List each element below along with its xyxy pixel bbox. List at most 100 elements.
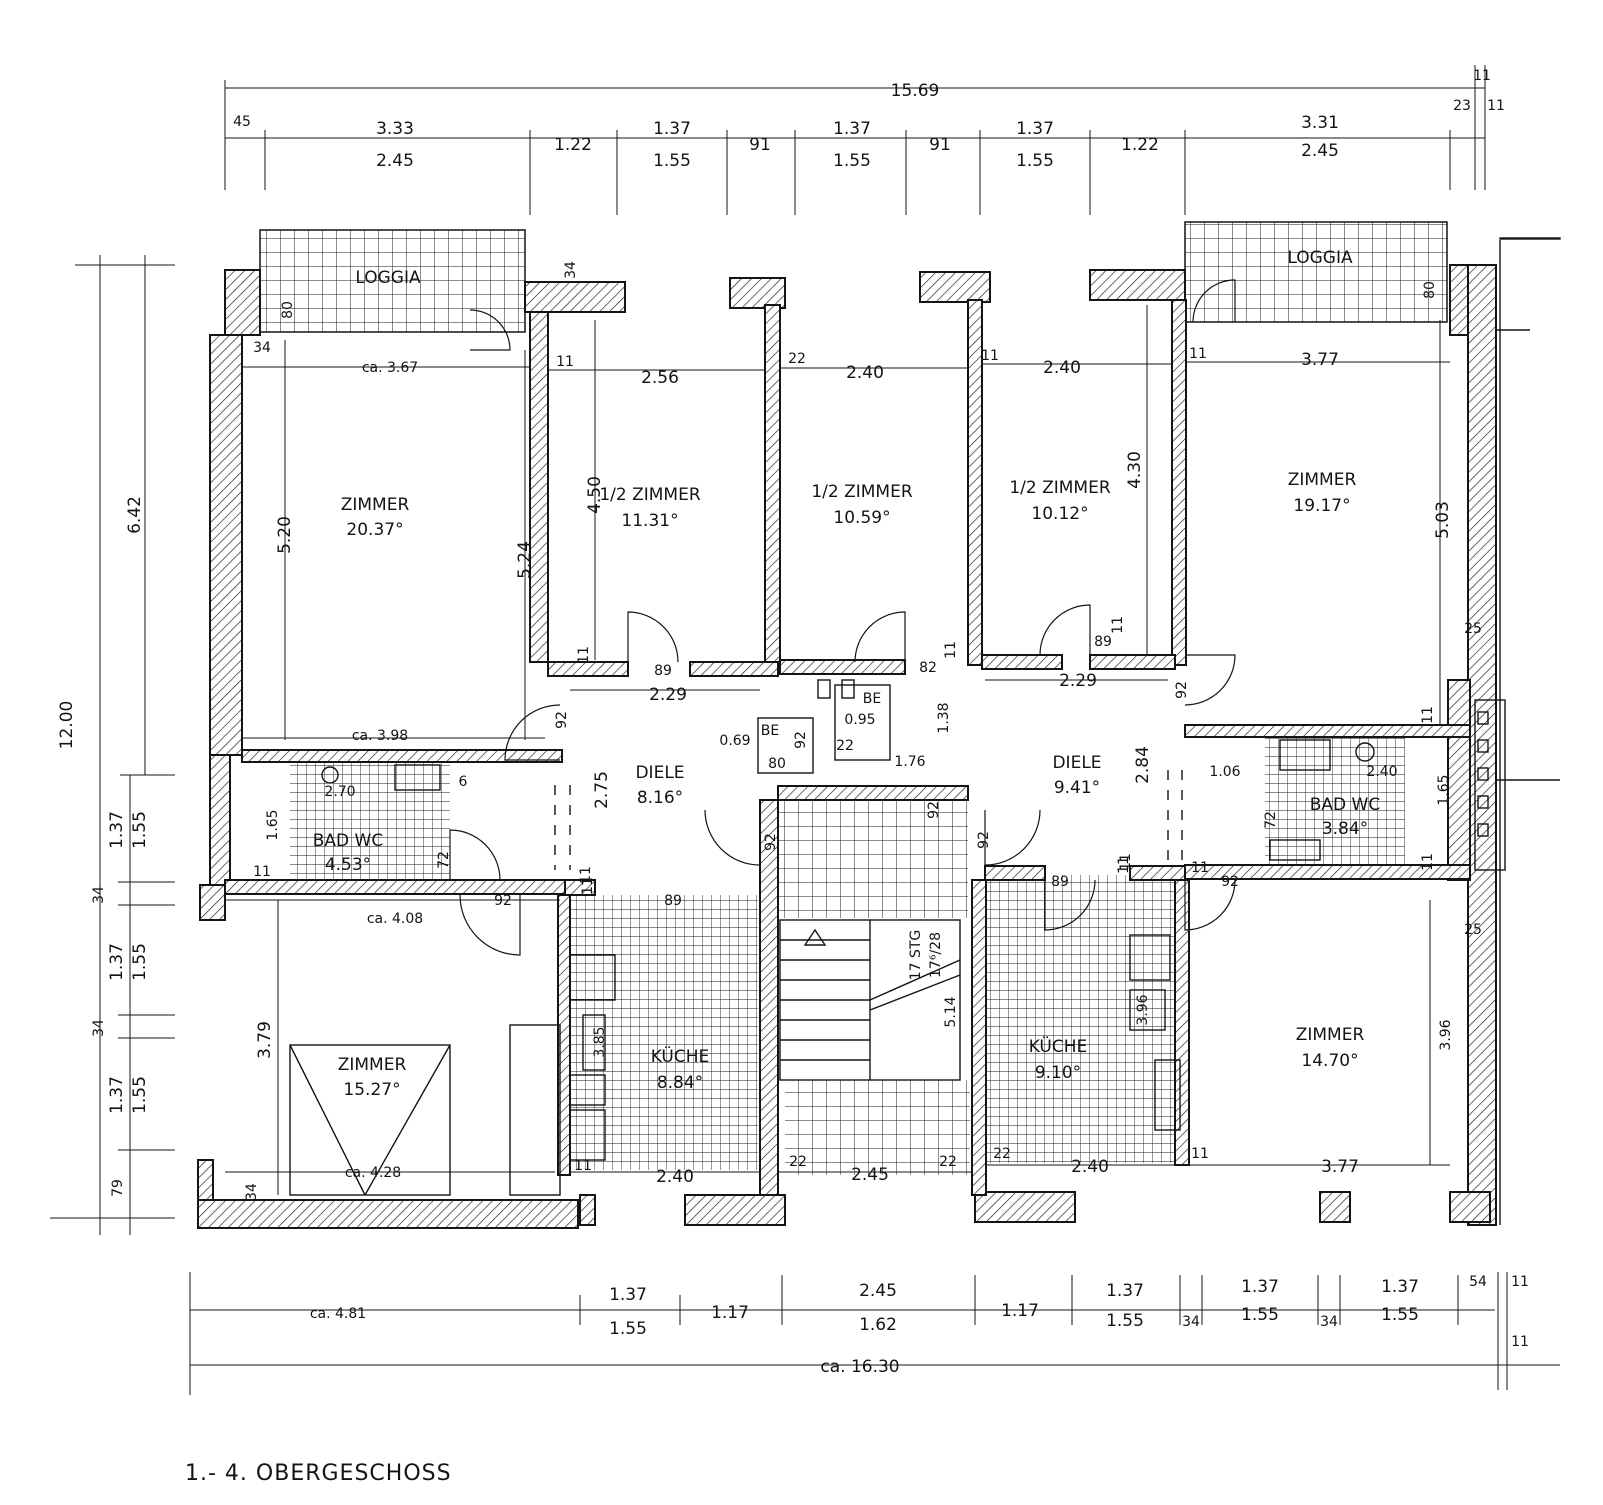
dim-label: 1.55 (653, 151, 691, 171)
dim-label: 2.56 (641, 368, 679, 388)
dim-label: 0.69 (719, 733, 750, 749)
dim-label: 23 (1453, 98, 1471, 114)
dim-label: 92 (1174, 681, 1190, 699)
room-bad-right: BAD WC (1310, 795, 1380, 815)
dim-label: 92 (763, 833, 779, 851)
dim-label: 11 (1110, 616, 1126, 634)
dim-label: 11 (253, 864, 271, 880)
dim-label: 1.37 (833, 119, 871, 139)
dim-label: 34 (1320, 1314, 1338, 1330)
dim-label: 25 (1464, 621, 1482, 637)
dim-label: ca. 3.67 (362, 360, 418, 376)
dim-label: 5.03 (1433, 501, 1453, 539)
dim-label: 22 (789, 1154, 807, 1170)
inner-dimension-lines (225, 305, 1450, 1195)
staircase (779, 919, 961, 1081)
dim-label: 2.45 (859, 1281, 897, 1301)
dimension-labels-top: 15.69 45 3.33 2.45 1.22 1.37 1.55 91 1.3… (233, 68, 1505, 171)
dim-label: 92 (1221, 874, 1239, 890)
area-zimmer-nw: 20.37° (346, 520, 403, 540)
dim-label: 2.45 (1301, 141, 1339, 161)
dim-label: 3.33 (376, 119, 414, 139)
bathtub-left (394, 764, 441, 791)
dim-label: 34 (1182, 1314, 1200, 1330)
area-zimmer-sw: 15.27° (343, 1080, 400, 1100)
dim-label: 3.31 (1301, 113, 1339, 133)
dim-label: 89 (1094, 634, 1112, 650)
dim-label: 1.22 (1121, 135, 1159, 155)
bathtub-right (1279, 739, 1331, 771)
loggia-left-floor (259, 229, 526, 333)
dim-label: 80 (1422, 281, 1438, 299)
dimension-labels-left: 12.00 6.42 1.37 1.55 34 1.37 1.55 34 1.3… (57, 496, 150, 1197)
dim-label: 34 (253, 340, 271, 356)
flooring (259, 221, 1448, 1175)
dim-label: 45 (233, 114, 251, 130)
dim-label: 2.45 (851, 1165, 889, 1185)
kueche-left-floor (560, 895, 758, 1170)
dim-label: 11 (556, 354, 574, 370)
fixtures (289, 237, 1561, 1225)
dim-label: 54 (1469, 1274, 1487, 1290)
kueche-right-floor (985, 875, 1175, 1163)
dim-label: 1.55 (833, 151, 871, 171)
dim-label: 1.38 (936, 702, 952, 733)
bed-outline (289, 1044, 451, 1196)
dimensions-bottom (189, 1272, 1560, 1395)
dim-label: 89 (664, 893, 682, 909)
dim-label: 92 (926, 801, 942, 819)
dim-label: 92 (554, 711, 570, 729)
dim-label: 11 (1191, 860, 1209, 876)
dim-label: 22 (993, 1146, 1011, 1162)
area-halb-2: 10.59° (833, 508, 890, 528)
dim-label: 72 (436, 851, 452, 869)
area-bad-left: 4.53° (325, 855, 371, 875)
dim-label: 1.37 (107, 1076, 127, 1114)
dim-label: 22 (939, 1154, 957, 1170)
dim-label: 1.65 (1436, 774, 1452, 805)
room-diele-right: DIELE (1052, 753, 1101, 773)
area-bad-right: 3.84° (1322, 819, 1368, 839)
dim-label: ca. 3.98 (352, 728, 408, 744)
dim-label: 1.55 (1016, 151, 1054, 171)
inner-dimension-labels: 34 80 34 ca. 3.67 5.20 5.24 ca. 3.98 2.5… (244, 261, 1482, 1201)
dim-label: 22 (836, 738, 854, 754)
bad-right-floor (1265, 735, 1405, 865)
dim-label: 11 (574, 1158, 592, 1174)
dim-label: 1.06 (1209, 764, 1240, 780)
dim-label: 79 (110, 1179, 126, 1197)
dim-label: 11 (1487, 98, 1505, 114)
dim-label: 11 (580, 877, 596, 895)
dim-label: 80 (768, 756, 786, 772)
dim-label: 5.20 (275, 516, 295, 554)
stair-landing-top (778, 800, 968, 918)
dim-label: 3.96 (1135, 994, 1151, 1025)
dim-label: 11 (578, 866, 594, 884)
area-zimmer-se: 14.70° (1301, 1051, 1358, 1071)
dim-label: 1.62 (859, 1315, 897, 1335)
dim-label: ca. 4.08 (367, 911, 423, 927)
dim-label: 1.37 (1016, 119, 1054, 139)
dim-label: 2.45 (376, 151, 414, 171)
room-zimmer-sw: ZIMMER (338, 1055, 407, 1075)
stair-riser: 17⁶/28 (928, 932, 944, 978)
room-halb-3: 1/2 ZIMMER (1009, 478, 1110, 498)
dim-label: 4.30 (1125, 451, 1145, 489)
dim-label: 1.37 (653, 119, 691, 139)
dim-label: 1.55 (130, 811, 150, 849)
dim-label: 3.77 (1321, 1157, 1359, 1177)
dim-label: 5.14 (943, 996, 959, 1027)
doors (449, 279, 1236, 956)
dim-label: 3.79 (255, 1021, 275, 1059)
room-zimmer-se: ZIMMER (1296, 1025, 1365, 1045)
bad-left-floor (290, 760, 450, 883)
area-halb-1: 11.31° (621, 511, 678, 531)
dim-label: 2.70 (324, 784, 355, 800)
stove-left (569, 954, 616, 1001)
dim-label: 89 (654, 663, 672, 679)
room-be-left: BE (761, 723, 779, 739)
dim-overall-left: 12.00 (57, 701, 77, 750)
dim-label: 11 (1420, 706, 1436, 724)
room-loggia-right: LOGGIA (1287, 248, 1353, 268)
dim-label: 80 (280, 301, 296, 319)
